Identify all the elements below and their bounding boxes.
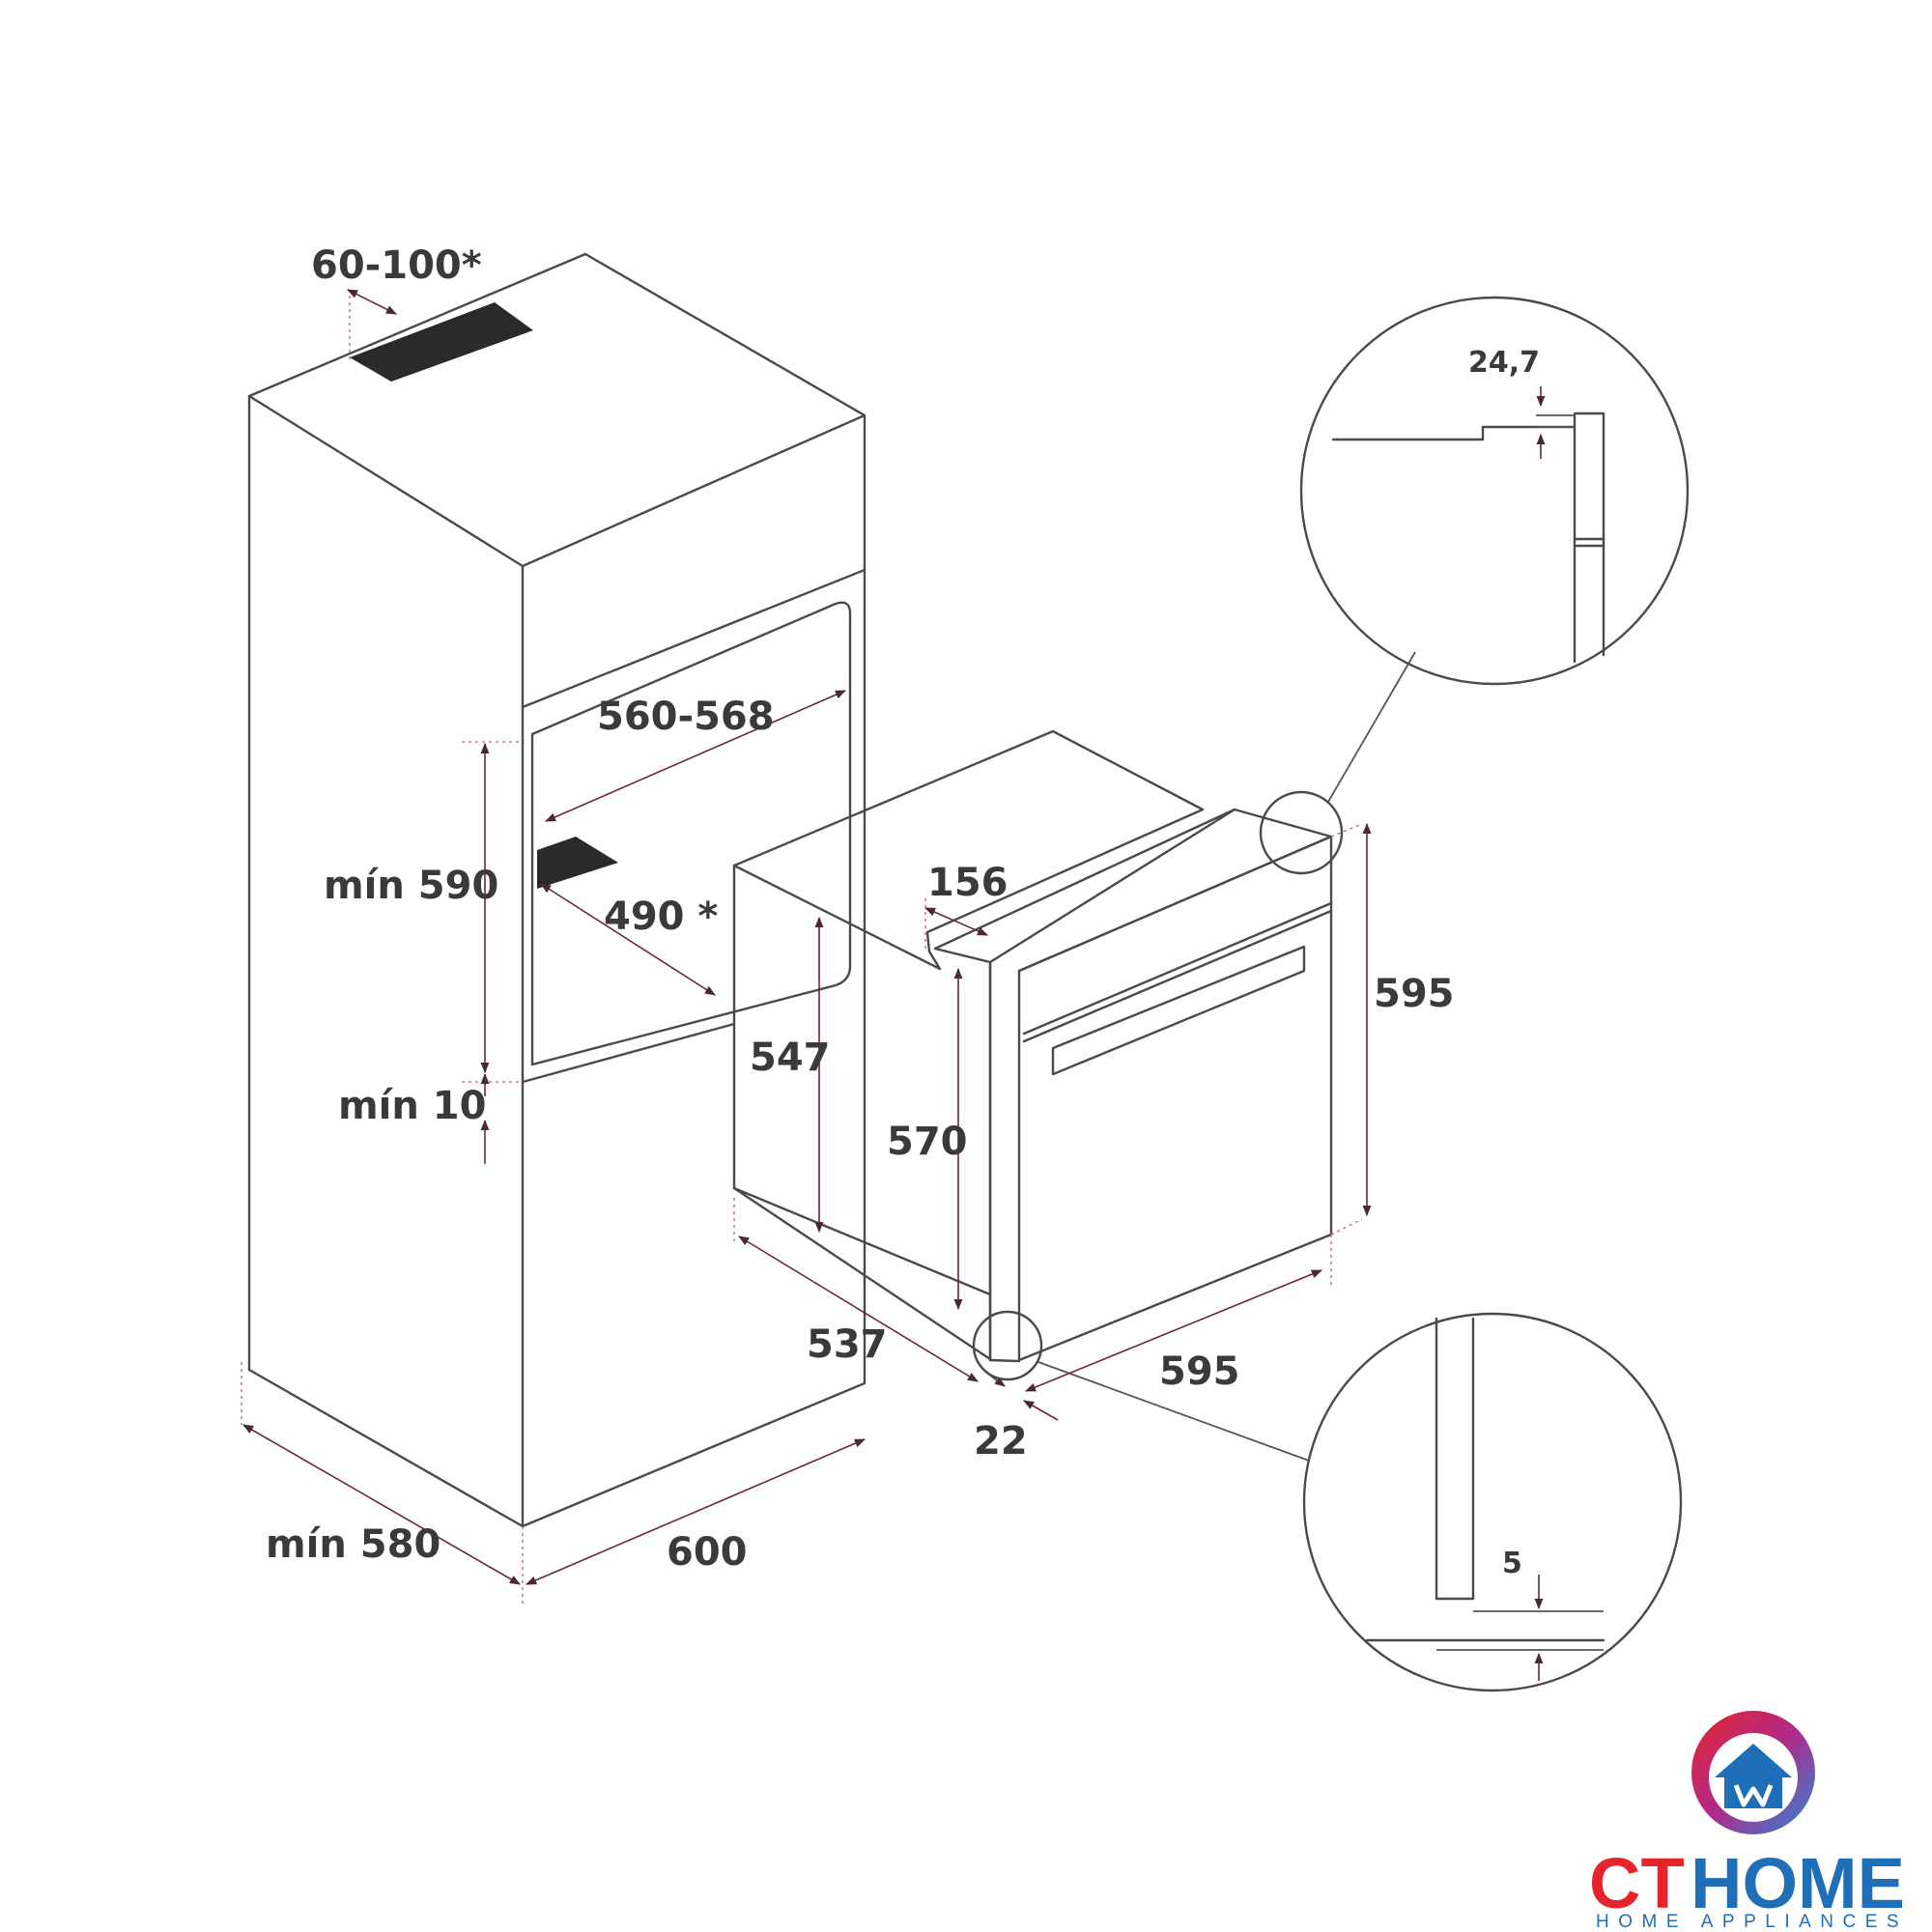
niche-frame (530, 601, 852, 1066)
label-front-offset: 22 (974, 1419, 1028, 1463)
label-inner-height: 570 (887, 1120, 968, 1164)
oven-side-bottom-edge (732, 1186, 992, 1296)
niche-vent-slot (537, 837, 618, 889)
label-top-step: 156 (927, 861, 1009, 905)
logo-brand-ct: CT (1589, 1843, 1685, 1923)
logo-brand-home: HOME (1690, 1843, 1905, 1923)
niche-top-line (521, 568, 867, 709)
detail-bottom-circle (972, 1310, 1683, 1692)
oven-door-handle (1051, 945, 1306, 1076)
cabinet-bottom-right (521, 1381, 867, 1528)
cabinet-top-face (247, 252, 867, 568)
cabinet-bottom-left (247, 1368, 525, 1528)
label-min-base: mín 10 (338, 1084, 486, 1128)
label-min-height: mín 590 (324, 864, 498, 908)
niche-shelf-line (521, 1022, 736, 1084)
oven-niche (521, 568, 867, 1084)
oven-fascia (933, 808, 1333, 1363)
oven-door-top-rail (1022, 901, 1333, 1036)
label-vent-depth: 490 * (604, 895, 718, 939)
label-niche-width: 560-568 (597, 695, 775, 739)
logo-subtitle: HOME APPLIANCES (1596, 1912, 1908, 1932)
cthome-logo: CT HOME HOME APPLIANCES (1589, 1711, 1908, 1932)
label-body-height: 547 (750, 1036, 831, 1080)
detail-top-circle (1259, 296, 1690, 875)
dimension-labels: 60-100* 560-568 mín 590 490 * mín 10 mín… (266, 243, 1540, 1580)
label-vent-gap: 60-100* (311, 243, 482, 288)
oven-door-top-rail-2 (1022, 909, 1333, 1043)
label-oven-depth: 537 (807, 1322, 888, 1367)
oven-front-left-edge (988, 808, 1236, 1362)
label-detail-top: 24,7 (1468, 346, 1540, 380)
label-cabinet-depth: mín 580 (266, 1522, 440, 1567)
top-vent-slot (350, 302, 533, 382)
house-logo-icon (1691, 1711, 1815, 1834)
dimension-lines (241, 289, 1372, 1604)
label-front-height: 595 (1374, 972, 1455, 1016)
label-front-width: 595 (1159, 1350, 1240, 1394)
label-cabinet-width: 600 (667, 1530, 748, 1575)
label-detail-bottom: 5 (1502, 1547, 1522, 1580)
